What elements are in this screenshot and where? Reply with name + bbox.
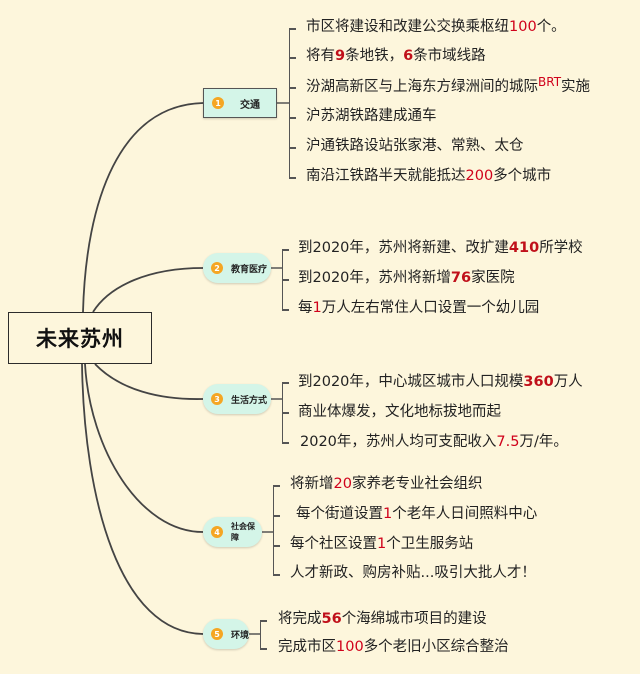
leaf-item: 2020年，苏州人均可支配收入7.5万/年。: [300, 434, 568, 450]
number-3-icon: 3: [211, 393, 223, 405]
tick: [282, 412, 289, 414]
root-title: 未来苏州: [36, 327, 124, 351]
leaf-item: 南沿江铁路半天就能抵达200多个城市: [306, 168, 552, 184]
leaf-item: 商业体爆发，文化地标拔地而起: [298, 404, 501, 420]
bracket: [273, 485, 274, 575]
number-5-icon: 5: [211, 628, 223, 640]
topic-lifestyle[interactable]: 3 生活方式: [203, 384, 271, 414]
leaf-item: 市区将建设和改建公交换乘枢纽100个。: [306, 19, 566, 35]
topic-label: 教育医疗: [231, 264, 268, 275]
leaf-item: 每个社区设置1个卫生服务站: [290, 536, 474, 552]
leaf-item: 到2020年，苏州将新增76家医院: [298, 270, 515, 286]
number-1-icon: 1: [212, 97, 224, 109]
number-4-icon: 4: [211, 526, 223, 538]
topic-environment[interactable]: 5 环境: [203, 619, 249, 649]
tick: [260, 648, 267, 650]
topic-transport[interactable]: 1 交通: [203, 88, 277, 118]
tick: [273, 485, 280, 487]
tick: [289, 177, 296, 179]
leaf-item: 每个街道设置1个老年人日间照料中心: [296, 506, 538, 522]
topic-label: 社会保障: [231, 522, 255, 542]
leaf-item: 将新增20家养老专业社会组织: [290, 476, 483, 492]
bracket: [260, 620, 261, 649]
tick: [282, 249, 289, 251]
tick: [289, 57, 296, 59]
leaf-item: 每1万人左右常住人口设置一个幼儿园: [298, 300, 540, 316]
tick: [282, 382, 289, 384]
leaf-item: 将有9条地铁，6条市域线路: [306, 48, 486, 64]
topic-label: 交通: [240, 99, 260, 111]
leaf-item: 汾湖高新区与上海东方绿洲间的城际BRT实施: [306, 75, 591, 95]
tick: [273, 515, 280, 517]
number-2-icon: 2: [211, 262, 223, 274]
leaf-item: 沪通铁路设站张家港、常熟、太仓: [306, 138, 524, 154]
root-node[interactable]: 未来苏州: [8, 312, 152, 364]
tick: [282, 309, 289, 311]
tick: [273, 545, 280, 547]
tick: [289, 28, 296, 30]
leaf-item: 人才新政、购房补贴...吸引大批人才！: [290, 565, 536, 581]
tick: [282, 279, 289, 281]
topic-education-health[interactable]: 2 教育医疗: [203, 253, 271, 283]
leaf-item: 完成市区100多个老旧小区综合整治: [278, 639, 509, 655]
leaf-item: 到2020年，中心城区城市人口规模360万人: [298, 374, 583, 390]
leaf-item: 到2020年，苏州将新建、改扩建410所学校: [298, 240, 583, 256]
tick: [289, 117, 296, 119]
tick: [260, 620, 267, 622]
leaf-item: 沪苏湖铁路建成通车: [306, 108, 437, 124]
leaf-item: 将完成56个海绵城市项目的建设: [278, 611, 487, 627]
tick: [289, 87, 296, 89]
tick: [273, 574, 280, 576]
tick: [282, 442, 289, 444]
topic-social-security[interactable]: 4 社会保障: [203, 517, 262, 547]
tick: [289, 147, 296, 149]
topic-label: 生活方式: [231, 395, 268, 406]
bracket: [289, 28, 290, 178]
topic-label: 环境: [231, 630, 250, 641]
